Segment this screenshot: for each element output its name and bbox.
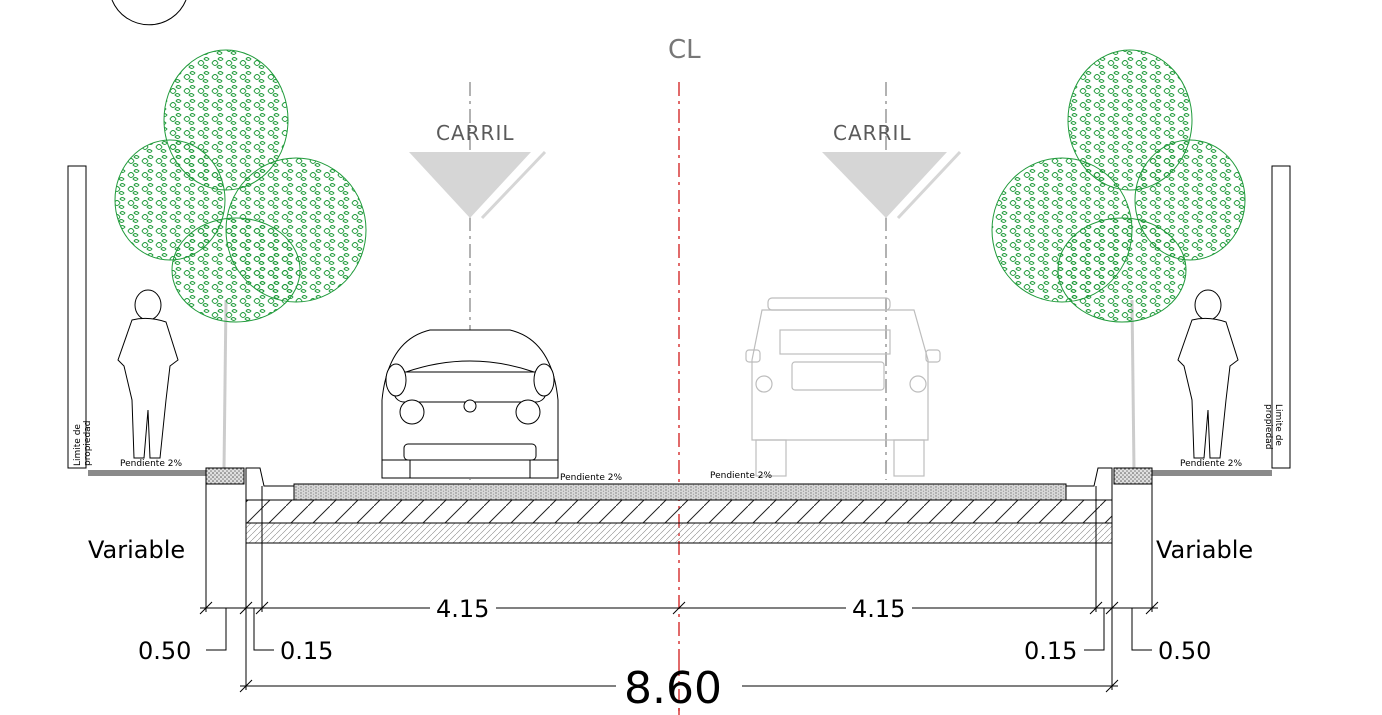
right-carril-label: CARRIL — [833, 121, 911, 145]
left-car — [381, 329, 559, 479]
left-lane-slope: Pendiente 2% — [560, 473, 622, 483]
right-lane-dimension: 4.15 — [852, 595, 905, 623]
right-property-wall: Limite de propiedad — [1263, 165, 1291, 469]
right-curb-dimension: 0.15 — [1024, 637, 1077, 665]
subbase-layer — [245, 522, 1113, 544]
right-pedestrian — [1177, 289, 1239, 459]
right-property-label-1: Limite de — [1273, 404, 1283, 446]
right-green-strip — [1113, 467, 1153, 485]
left-carril-marker: CARRIL — [409, 121, 547, 220]
left-tree — [114, 49, 367, 471]
centerline-label: CL — [668, 35, 701, 65]
left-sidewalk-slope: Pendiente 2% — [120, 459, 182, 469]
right-lane-slope: Pendiente 2% — [710, 471, 772, 481]
centerline-symbol: CL — [668, 35, 701, 65]
left-variable-label: Variable — [88, 536, 185, 564]
left-curb — [245, 467, 295, 501]
left-property-label-2: propiedad — [83, 421, 93, 466]
right-sidewalk-dimension: 0.50 — [1158, 637, 1211, 665]
left-property-label-1: Limite de — [73, 424, 83, 466]
right-curb — [1065, 467, 1113, 501]
right-property-label-2: propiedad — [1263, 404, 1273, 449]
section-bubble — [111, 0, 187, 26]
right-carril-marker: CARRIL — [822, 121, 962, 220]
asphalt-layer — [293, 483, 1067, 501]
lane-dimension-line — [199, 601, 1159, 615]
extension-lines — [205, 476, 1153, 690]
left-lane-dimension: 4.15 — [436, 595, 489, 623]
right-sidewalk-slope: Pendiente 2% — [1180, 459, 1242, 469]
left-sidewalk-top — [88, 470, 206, 476]
left-carril-label: CARRIL — [436, 121, 514, 145]
left-sidewalk-dimension: 0.50 — [138, 637, 191, 665]
left-green-strip — [205, 467, 245, 485]
right-lane-dim-bg — [846, 594, 912, 620]
small-dim-leaders — [206, 608, 1152, 651]
right-tree — [991, 49, 1246, 471]
right-variable-label: Variable — [1156, 536, 1253, 564]
left-curb-dimension: 0.15 — [280, 637, 333, 665]
total-width-dimension: 8.60 — [624, 663, 722, 714]
base-layer — [245, 499, 1113, 524]
left-lane-dim-bg — [430, 594, 496, 620]
right-car — [745, 297, 941, 477]
left-pedestrian — [117, 289, 179, 459]
right-sidewalk-top — [1152, 470, 1272, 476]
left-property-wall: Limite de propiedad — [67, 165, 93, 469]
